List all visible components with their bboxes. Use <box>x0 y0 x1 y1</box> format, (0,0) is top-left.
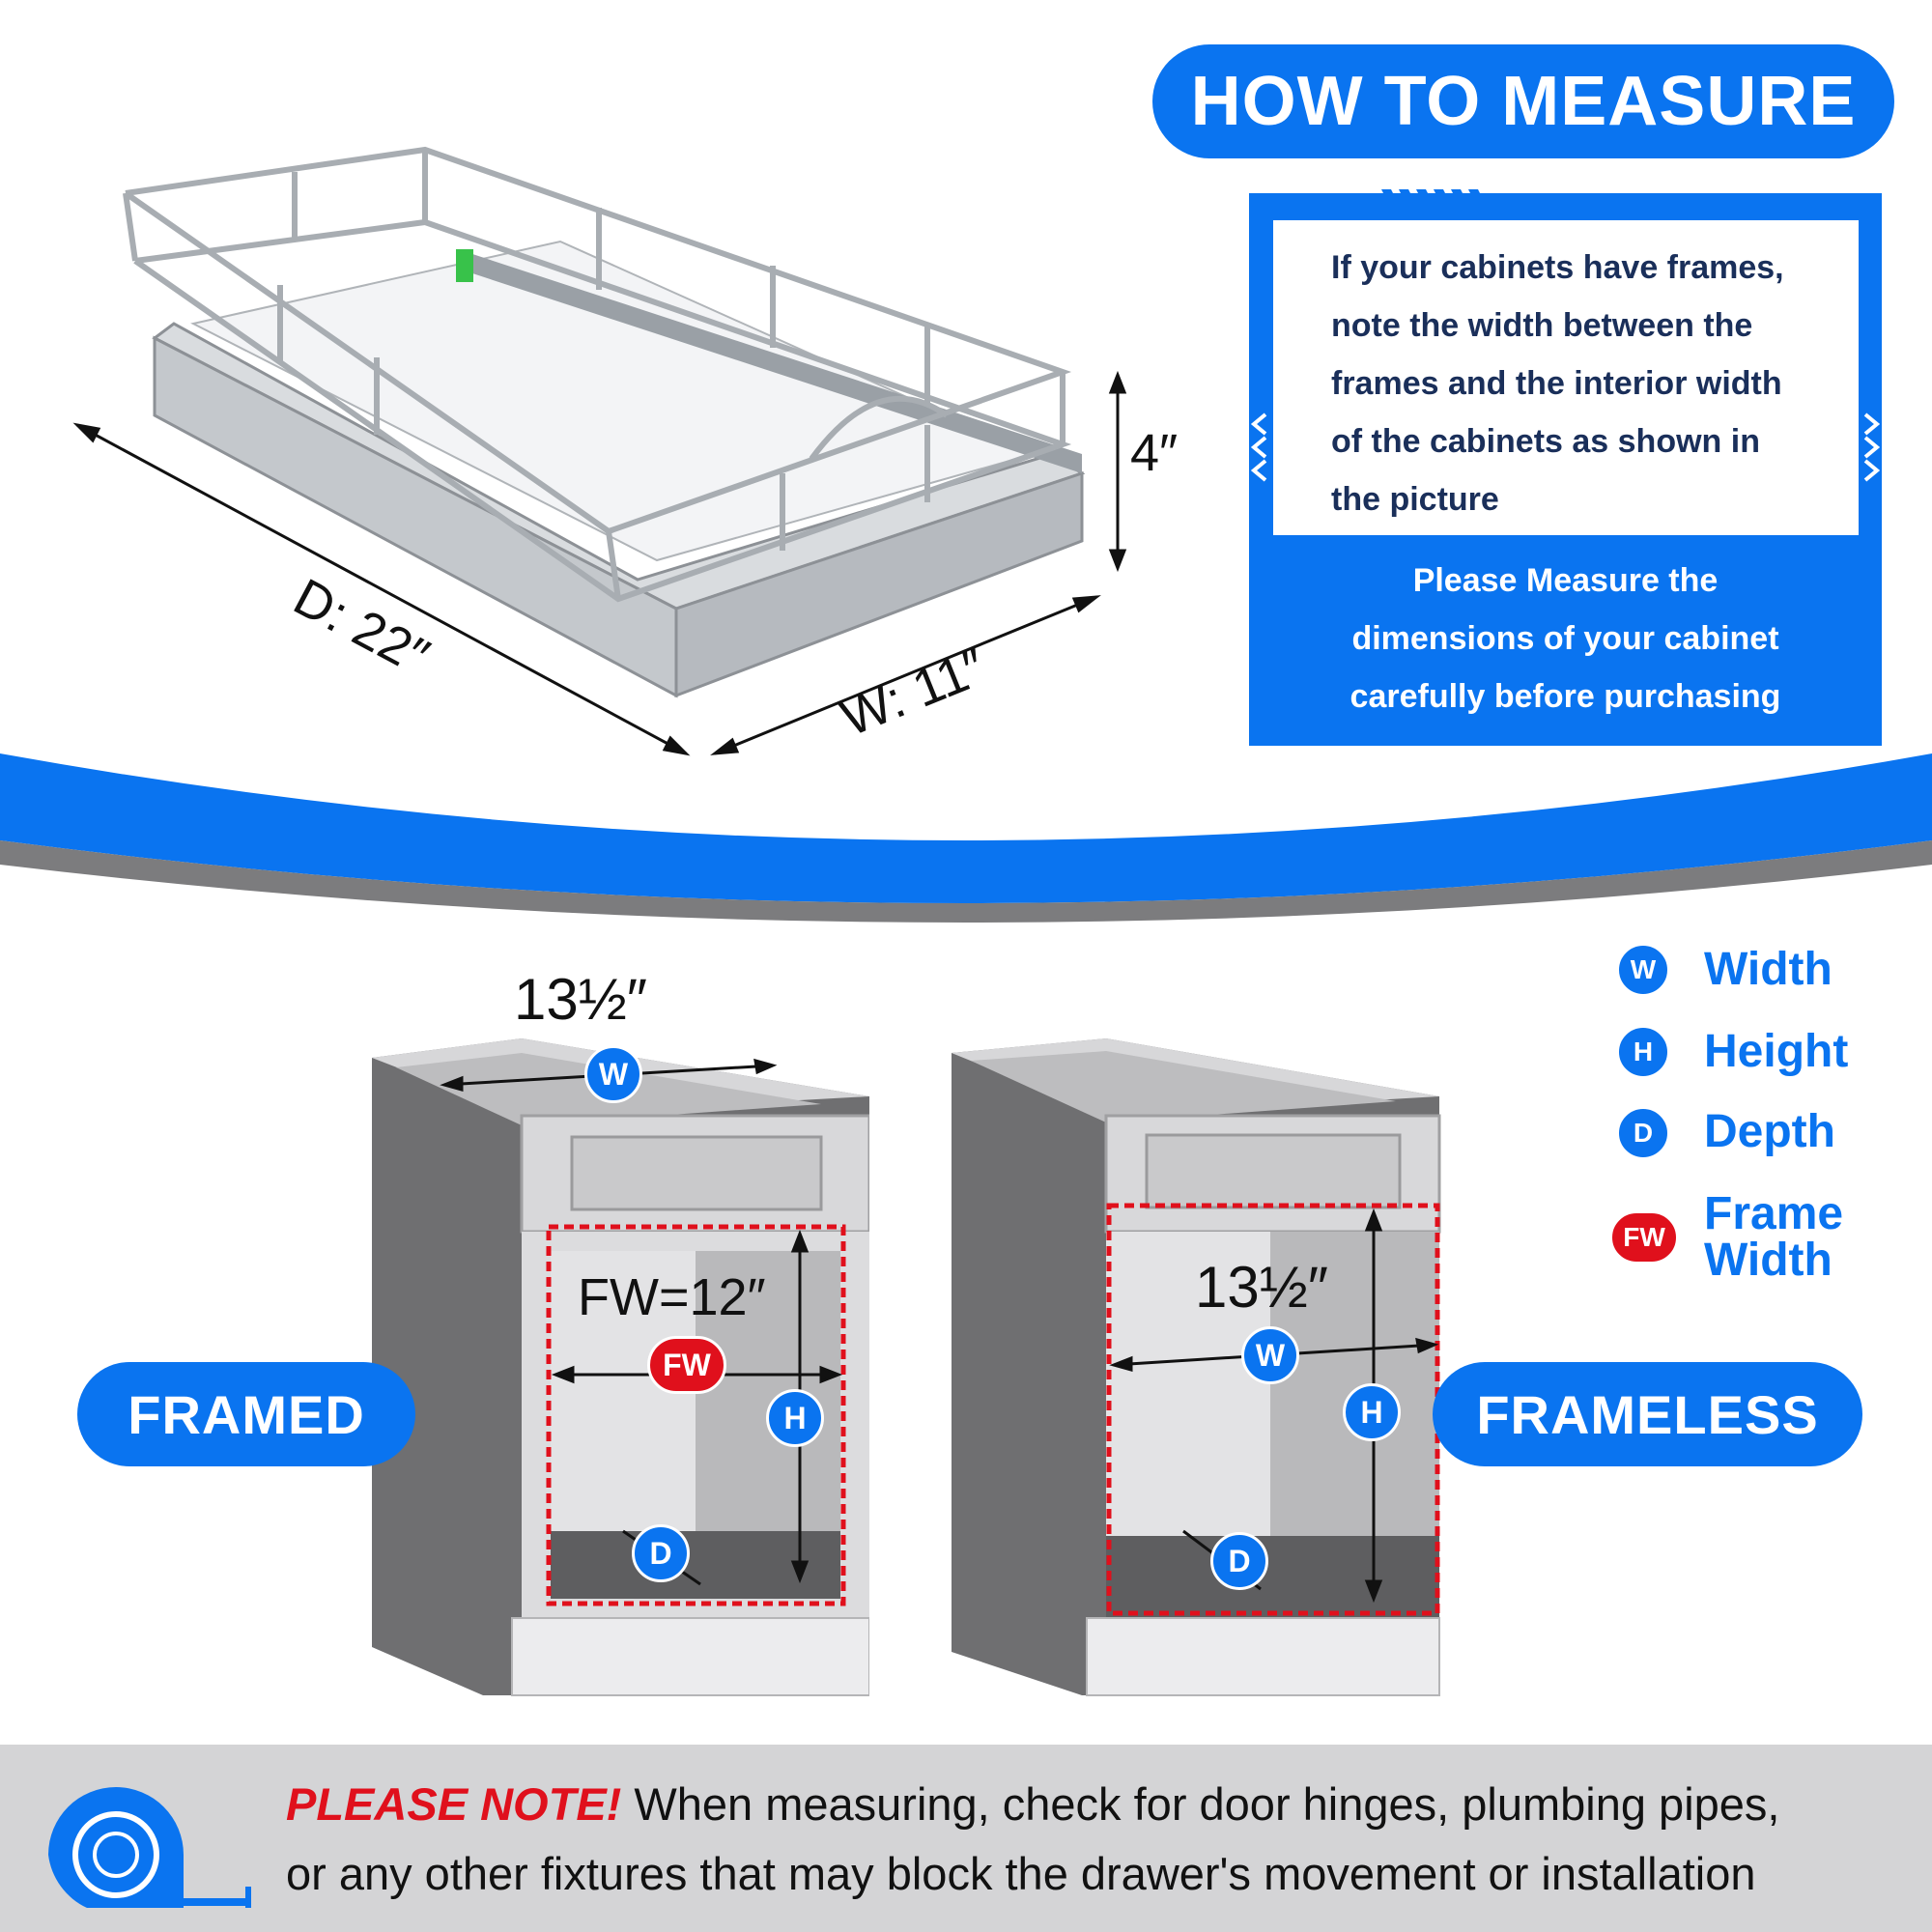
legend-width-label: Width <box>1704 944 1833 995</box>
page-title: HOW TO MEASURE <box>1152 44 1894 158</box>
advice-line: carefully before purchasing <box>1350 678 1781 715</box>
frameless-height-badge: H <box>1343 1383 1401 1441</box>
advice-line: dimensions of your cabinet <box>1351 620 1779 657</box>
instruction-line: note the width between the <box>1331 307 1753 344</box>
instruction-line: of the cabinets as shown in <box>1331 423 1760 460</box>
framed-width-badge: W <box>584 1045 642 1103</box>
tape-measure-icon <box>48 1787 251 1908</box>
frameless-depth-badge: D <box>1210 1532 1268 1590</box>
drawer-illustration <box>72 146 1127 756</box>
frameless-interior-width-label: 13½″ <box>1195 1255 1329 1320</box>
legend-frame-label: Frame <box>1704 1188 1844 1239</box>
wave-divider <box>0 753 1932 923</box>
framed-height-badge: H <box>766 1389 824 1447</box>
advice-line: Please Measure the <box>1412 562 1719 599</box>
frameless-cabinet-illustration <box>952 1038 1441 1696</box>
instruction-line: If your cabinets have frames, <box>1331 249 1784 286</box>
frameless-width-badge: W <box>1241 1326 1299 1384</box>
legend-height-label: Height <box>1704 1026 1849 1077</box>
note-emphasis: PLEASE NOTE! <box>286 1778 622 1830</box>
drawer-height-label: 4″ <box>1130 424 1179 482</box>
legend-frame-width-label: Width <box>1704 1235 1833 1286</box>
instruction-line: the picture <box>1331 481 1499 518</box>
height-badge: H <box>1616 1025 1670 1079</box>
chevron-left-decoration <box>1250 412 1267 482</box>
framed-cabinet-illustration <box>372 1038 869 1696</box>
stripe-decoration <box>1381 189 1492 216</box>
note-bar <box>0 1745 1932 1932</box>
instruction-line: frames and the interior width <box>1331 365 1782 402</box>
depth-badge: D <box>1616 1106 1670 1160</box>
frame-width-badge: FW <box>1609 1210 1679 1264</box>
frameless-label-pill: FRAMELESS <box>1433 1362 1862 1466</box>
note-line-1: PLEASE NOTE! When measuring, check for d… <box>286 1777 1779 1831</box>
legend-depth-label: Depth <box>1704 1106 1835 1157</box>
framed-top-width-label: 13½″ <box>514 967 648 1032</box>
chevron-right-decoration <box>1863 412 1881 482</box>
framed-frame-width-badge: FW <box>647 1336 726 1394</box>
framed-label-pill: FRAMED <box>77 1362 415 1466</box>
instruction-box: If your cabinets have frames, note the w… <box>1270 217 1861 538</box>
note-text-1: When measuring, check for door hinges, p… <box>634 1778 1780 1830</box>
note-line-2: or any other fixtures that may block the… <box>286 1848 1756 1899</box>
width-badge: W <box>1616 943 1670 997</box>
framed-depth-badge: D <box>632 1524 690 1582</box>
framed-frame-width-label: FW=12″ <box>578 1268 766 1326</box>
